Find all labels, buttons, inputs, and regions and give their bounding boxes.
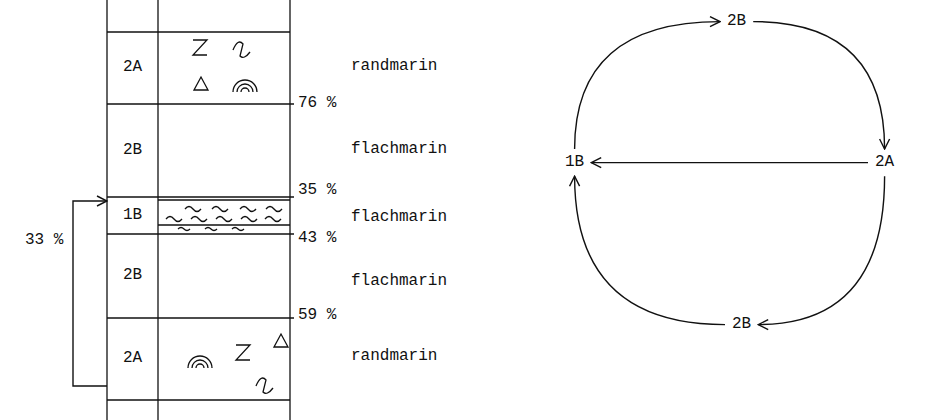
facies-code: 2B <box>727 12 746 31</box>
thickness-bracket <box>73 201 107 386</box>
facies-code: 2A <box>875 153 894 172</box>
layer-cell: 2A <box>107 318 158 400</box>
layer-cell: 1B <box>107 197 158 234</box>
facies-label: flachmarin <box>349 140 449 159</box>
cycle-arrow <box>591 162 868 163</box>
facies-code: 2B <box>123 141 142 160</box>
facies-label: flachmarin <box>349 208 449 227</box>
facies-code: 2A <box>123 349 142 368</box>
cycle-arrow <box>758 176 884 324</box>
facies-label: randmarin <box>349 347 439 366</box>
facies-code: 1B <box>123 206 142 225</box>
percent-mark: 43 % <box>296 229 338 248</box>
layer-cell: 2B <box>107 104 158 197</box>
cycle-node: 2B <box>722 10 751 33</box>
layer-cell: 2B <box>107 234 158 318</box>
cycle-node: 1B <box>560 151 589 174</box>
facies-label: flachmarin <box>349 272 449 291</box>
cycle-arrow <box>753 22 884 149</box>
cycle-arrow <box>575 176 725 324</box>
thickness-label: 33 % <box>23 231 65 250</box>
cycle-node: 2A <box>870 151 899 174</box>
cycle-node: 2B <box>727 313 756 336</box>
percent-mark: 35 % <box>296 181 338 200</box>
percent-mark: 59 % <box>296 306 338 325</box>
layer-cell: 2A <box>107 32 158 104</box>
cycle-arrow <box>575 22 720 149</box>
facies-code: 2A <box>123 58 142 77</box>
facies-code: 2B <box>123 266 142 285</box>
facies-code: 1B <box>565 153 584 172</box>
facies-code: 2B <box>732 315 751 334</box>
percent-mark: 76 % <box>296 94 338 113</box>
facies-label: randmarin <box>349 57 439 76</box>
